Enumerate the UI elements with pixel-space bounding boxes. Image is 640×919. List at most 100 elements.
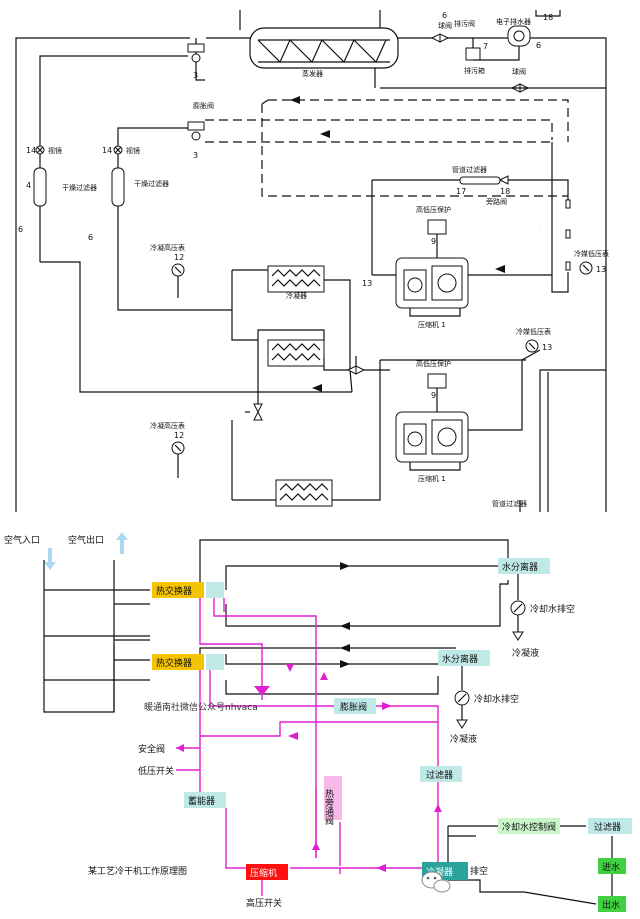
- hx-top-teal: [206, 582, 224, 598]
- condenser-bottom: [275, 479, 333, 507]
- svg-text:空气出口: 空气出口: [68, 534, 104, 546]
- compressor-bottom: 高低压保护 9 压缩机 1: [332, 349, 541, 501]
- svg-text:压缩机 1: 压缩机 1: [418, 474, 446, 483]
- water-in-box: [598, 858, 626, 874]
- svg-text:18: 18: [500, 187, 510, 196]
- expansion-valve-box: [334, 698, 376, 714]
- cooling-water-control-valve-label: 冷却水控制阀: [502, 821, 556, 833]
- svg-text:6: 6: [442, 11, 447, 20]
- drain-bottom: 冷却水排空 冷凝液: [450, 666, 519, 745]
- air-inlet: 空气入口: [4, 534, 56, 570]
- svg-text:冷却水排空: 冷却水排空: [474, 693, 519, 705]
- svg-text:17: 17: [456, 187, 466, 196]
- svg-text:冷凝器: 冷凝器: [286, 291, 307, 300]
- svg-text:13: 13: [362, 279, 372, 288]
- hx-bottom-label: 热交换器: [156, 657, 192, 669]
- lp-gauge-top: 冷媒低压表 13: [574, 249, 609, 275]
- diagram-caption: 某工艺冷干机工作原理图: [88, 865, 187, 877]
- accumulator-box: [184, 792, 226, 808]
- pipe-filter-bypass: 管道过滤器 17 18 旁路阀: [371, 165, 569, 275]
- svg-text:9: 9: [431, 237, 436, 246]
- svg-text:12: 12: [174, 253, 184, 262]
- expansion-valve-label: 膨胀阀: [340, 701, 367, 713]
- svg-text:电子排水器: 电子排水器: [496, 17, 531, 26]
- hx-top-box: [152, 582, 204, 598]
- svg-text:管道过滤器: 管道过滤器: [452, 165, 487, 174]
- dryer-right: 干燥过滤器 6: [88, 154, 169, 242]
- upper-schematic: 蒸发器 3 3 膨胀阀: [15, 10, 609, 512]
- svg-text:旁路阀: 旁路阀: [486, 197, 507, 206]
- lower-schematic: 空气入口 空气出口 热交换: [4, 532, 632, 912]
- compressor-top: 高低压保护 9 17 压缩机 1: [372, 205, 552, 329]
- svg-text:排污阀: 排污阀: [454, 19, 475, 28]
- svg-text:冷凝液: 冷凝液: [450, 733, 477, 745]
- condenser-mid: [267, 339, 325, 367]
- wechat-logo: [421, 871, 451, 893]
- svg-text:冷却水排空: 冷却水排空: [530, 603, 575, 615]
- drain-top: 冷却水排空 冷凝液: [510, 574, 575, 659]
- svg-text:压缩机 1: 压缩机 1: [418, 320, 446, 329]
- svg-text:3: 3: [193, 151, 198, 160]
- svg-text:空气入口: 空气入口: [4, 534, 40, 546]
- water-sep-top-label: 水分离器: [502, 561, 538, 573]
- hot-bypass-box: [324, 776, 342, 820]
- water-out-label: 出水: [602, 899, 620, 911]
- svg-text:6: 6: [536, 41, 541, 50]
- svg-text:冷媒低压表: 冷媒低压表: [574, 249, 609, 258]
- svg-text:排污箱: 排污箱: [464, 66, 485, 75]
- top-right-valves: 6 球阀 排污阀 7 排污箱 电子排水器 6 18 球阀: [374, 10, 606, 93]
- svg-text:管道过滤器: 管道过滤器: [492, 499, 527, 508]
- water-out-box: [598, 896, 626, 912]
- lp-gauge-mid: 冷媒低压表 13: [516, 327, 552, 353]
- svg-text:9: 9: [431, 391, 436, 400]
- low-pressure-switch-label: 低压开关: [138, 765, 174, 777]
- hx-top-label: 热交换器: [156, 585, 192, 597]
- high-pressure-switch-label: 高压开关: [246, 897, 282, 909]
- cooling-water-control-valve-box: [498, 818, 560, 834]
- condenser-top: 冷凝器: [267, 265, 325, 300]
- water-in-label: 进水: [602, 861, 620, 873]
- hot-bypass-label: 热旁通阀: [323, 788, 334, 826]
- hx-bottom-teal: [206, 654, 224, 670]
- watermark: 暖通南社微信公众号nhvaca: [144, 701, 258, 713]
- svg-text:干燥过滤器: 干燥过滤器: [62, 183, 97, 192]
- svg-text:12: 12: [174, 431, 184, 440]
- svg-text:球阀: 球阀: [438, 21, 452, 30]
- compressor-box: [246, 864, 288, 880]
- svg-text:高低压保护: 高低压保护: [416, 205, 451, 214]
- filter-right-box: [588, 818, 632, 834]
- svg-text:冷凝高压表: 冷凝高压表: [150, 421, 185, 430]
- sight-glass-left: 14 视镜: [26, 145, 62, 155]
- filter-right-label: 过滤器: [594, 821, 621, 833]
- svg-text:视镜: 视镜: [126, 146, 140, 155]
- svg-text:18: 18: [543, 13, 553, 22]
- filter-mid-box: [420, 766, 462, 782]
- water-sep-bottom-box: [438, 650, 490, 666]
- svg-text:13: 13: [596, 265, 606, 274]
- svg-text:干燥过滤器: 干燥过滤器: [134, 179, 169, 188]
- water-sep-top-box: [498, 558, 550, 574]
- drain-empty-label: 排空: [470, 865, 488, 877]
- svg-text:14: 14: [26, 146, 36, 155]
- accumulator-label: 蓄能器: [188, 795, 215, 807]
- svg-text:6: 6: [88, 233, 93, 242]
- compressor-label: 压缩机: [250, 867, 277, 879]
- svg-text:6: 6: [18, 225, 23, 234]
- expansion-valve-mid: 3 膨胀阀: [187, 101, 214, 160]
- svg-text:7: 7: [483, 42, 488, 51]
- air-outlet: 空气出口: [68, 532, 128, 554]
- svg-text:冷凝液: 冷凝液: [512, 647, 539, 659]
- cond-hp-gauge-bot: 冷凝高压表 12: [150, 421, 185, 478]
- evaporator-shell: [249, 27, 399, 69]
- filter-mid-label: 过滤器: [426, 769, 453, 781]
- sight-glass-right: 14 视镜: [102, 145, 140, 155]
- water-sep-bottom-label: 水分离器: [442, 653, 478, 665]
- svg-text:13: 13: [542, 343, 552, 352]
- svg-text:膨胀阀: 膨胀阀: [193, 101, 214, 110]
- svg-text:视镜: 视镜: [48, 146, 62, 155]
- svg-text:球阀: 球阀: [512, 67, 526, 76]
- svg-text:高低压保护: 高低压保护: [416, 359, 451, 368]
- safety-valve-label: 安全阀: [138, 743, 165, 755]
- svg-text:14: 14: [102, 146, 112, 155]
